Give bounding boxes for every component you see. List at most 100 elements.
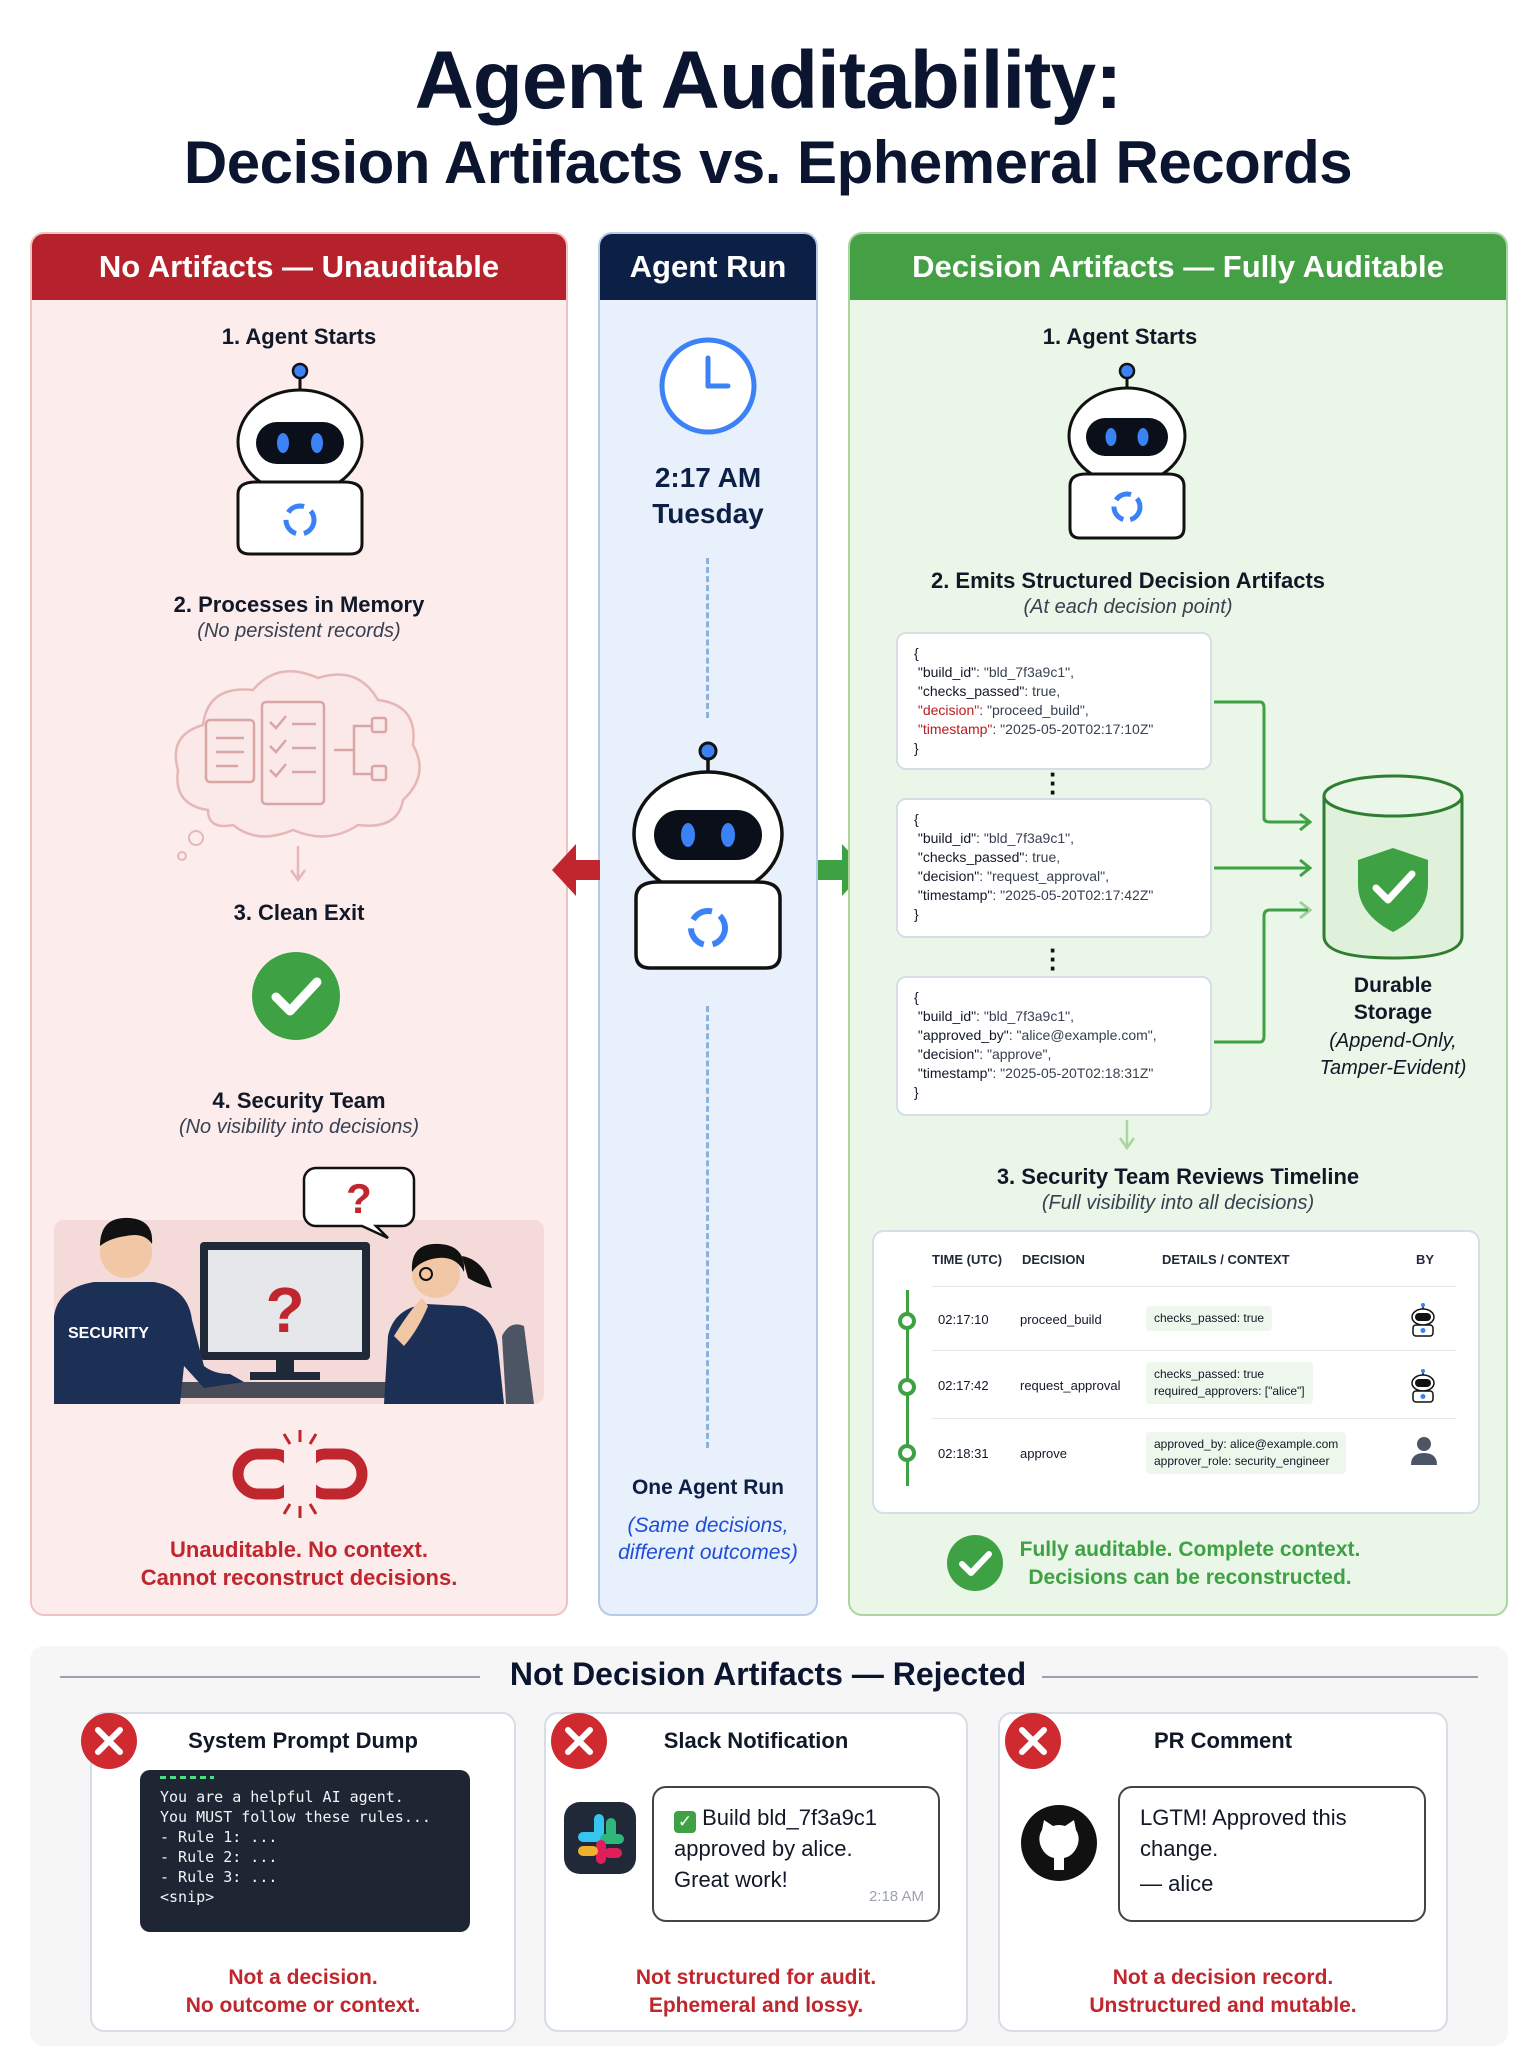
run-footer-sub: (Same decisions, different outcomes) — [598, 1512, 818, 1566]
person-icon — [1411, 1437, 1437, 1465]
timeline-header-by: BY — [1416, 1252, 1435, 1267]
storage-label-line-1: Durable — [1353, 974, 1433, 997]
json-key: "build_id" — [917, 830, 977, 846]
agent-run-header: Agent Run — [600, 234, 816, 300]
json-close: } — [914, 740, 919, 756]
timeline-header-decision: DECISION — [1022, 1252, 1085, 1267]
row-divider — [932, 1418, 1456, 1419]
json-value: : true, — [1024, 683, 1061, 699]
json-key: "build_id" — [917, 1008, 977, 1024]
broken-link-icon — [232, 1430, 368, 1518]
left-footer: Unauditable. No context. Cannot reconstr… — [30, 1536, 568, 1592]
pr-comment-bubble: LGTM! Approved this change. — alice — [1118, 1786, 1426, 1922]
json-value: : true, — [1024, 849, 1061, 865]
page-title: Agent Auditability: — [414, 35, 1123, 126]
slack-message-time: 2:18 AM — [868, 1888, 924, 1905]
json-key: "decision" — [917, 702, 980, 718]
timeline-dot — [898, 1444, 916, 1462]
row-2-decision: request_approval — [1020, 1378, 1121, 1393]
code-line: <snip> — [160, 1888, 215, 1906]
code-line: - Rule 3: ... — [160, 1868, 278, 1886]
robot-icon — [632, 741, 784, 970]
slack-message-line-3: Great work! — [674, 1867, 788, 1892]
prompt-code-block: You are a helpful AI agent. You MUST fol… — [140, 1770, 470, 1932]
artifact-connectors — [1214, 700, 1313, 1044]
decision-artifact-1: { "build_id": "bld_7f3a9c1", "checks_pas… — [896, 632, 1212, 770]
right-step-3-sub: (Full visibility into all decisions) — [1041, 1192, 1315, 1214]
pr-comment-line-2: change. — [1140, 1836, 1219, 1861]
timeline-dot — [898, 1312, 916, 1330]
json-key: "decision" — [917, 868, 980, 884]
robot-icon — [1067, 362, 1187, 540]
row-3-detail-2: approver_role: security_engineer — [1154, 1454, 1330, 1468]
decision-artifact-3: { "build_id": "bld_7f3a9c1", "approved_b… — [896, 976, 1212, 1116]
arrow-down-icon — [289, 846, 307, 883]
card-footer-line-1: Not structured for audit. — [635, 1966, 877, 1989]
card-footer-line-2: No outcome or context. — [185, 1994, 421, 2017]
left-footer-line-2: Cannot reconstruct decisions. — [140, 1565, 458, 1590]
row-2-detail-1: checks_passed: true — [1154, 1367, 1265, 1381]
json-open: { — [914, 645, 919, 661]
ellipsis-icon: ··· — [1049, 935, 1058, 983]
json-value: : "approve", — [979, 1046, 1052, 1062]
no-artifacts-header: No Artifacts — Unauditable — [32, 234, 566, 300]
right-step-2-sub: (At each decision point) — [1023, 596, 1233, 618]
left-step-4-sub: (No visibility into decisions) — [178, 1116, 420, 1138]
row-2-details: checks_passed: true required_approvers: … — [1146, 1362, 1313, 1404]
terminal-dots-icon — [160, 1776, 214, 1779]
storage-label: Durable Storage — [1300, 972, 1486, 1026]
card-footer-line-2: Unstructured and mutable. — [1089, 1994, 1357, 2017]
timeline-dot — [898, 1378, 916, 1396]
row-1-time: 02:17:10 — [938, 1312, 989, 1327]
run-footer-sub-line-2: different outcomes) — [618, 1541, 798, 1564]
json-close: } — [914, 906, 919, 922]
card-footer-line-2: Ephemeral and lossy. — [648, 1994, 864, 2017]
json-key: "decision" — [917, 1046, 980, 1062]
json-open: { — [914, 811, 919, 827]
timeline-dashed-line-bottom — [706, 1006, 709, 1448]
row-3-time: 02:18:31 — [938, 1446, 989, 1461]
run-footer-sub-line-1: (Same decisions, — [627, 1514, 789, 1537]
json-open: { — [914, 989, 919, 1005]
json-value: : "2025-05-20T02:17:10Z" — [992, 721, 1154, 737]
card-footer: Not a decision record. Unstructured and … — [1000, 1964, 1446, 2020]
row-3-decision: approve — [1020, 1446, 1067, 1461]
checkbox-icon: ✓ — [674, 1811, 696, 1833]
slack-message-line-2: approved by alice. — [674, 1836, 853, 1861]
row-1-details: checks_passed: true — [1146, 1306, 1273, 1331]
timeline-dashed-line-top — [706, 558, 709, 718]
run-time: 2:17 AM — [654, 462, 762, 493]
close-circle-icon — [1005, 1713, 1061, 1769]
decision-artifacts-header: Decision Artifacts — Fully Auditable — [850, 234, 1506, 300]
robot-icon — [1411, 1369, 1435, 1403]
left-step-2-sub: (No persistent records) — [197, 620, 401, 642]
clock-icon — [659, 337, 757, 435]
right-step-3: 3. Security Team Reviews Timeline — [996, 1164, 1360, 1189]
ellipsis-icon: ··· — [1049, 759, 1058, 807]
code-line: - Rule 1: ... — [160, 1828, 278, 1846]
right-footer-line-2: Decisions can be reconstructed. — [1028, 1566, 1352, 1589]
check-circle-icon — [252, 952, 340, 1040]
arrow-left-icon — [552, 844, 600, 896]
left-step-1: 1. Agent Starts — [221, 324, 377, 349]
right-step-2: 2. Emits Structured Decision Artifacts — [930, 568, 1326, 593]
row-3-detail-1: approved_by: alice@example.com — [1154, 1437, 1339, 1451]
row-divider — [932, 1350, 1456, 1351]
database-shield-icon — [1322, 774, 1464, 960]
card-footer: Not a decision. No outcome or context. — [92, 1964, 514, 2020]
pr-comment-card: PR Comment LGTM! Approved this change. —… — [998, 1712, 1448, 2032]
row-2-detail-2: required_approvers: ["alice"] — [1154, 1384, 1305, 1398]
robot-icon — [236, 362, 364, 556]
memory-cloud-icon — [174, 670, 421, 861]
right-footer: Fully auditable. Complete context. Decis… — [1010, 1536, 1370, 1592]
left-footer-line-1: Unauditable. No context. — [170, 1537, 428, 1562]
code-line: - Rule 2: ... — [160, 1848, 278, 1866]
storage-label-line-2: Storage — [1353, 1001, 1433, 1024]
json-key: "timestamp" — [917, 1065, 993, 1081]
json-value: : "request_approval", — [979, 868, 1109, 884]
json-value: : "2025-05-20T02:18:31Z" — [992, 1065, 1154, 1081]
svg-text:?: ? — [265, 1274, 304, 1346]
json-key: "build_id" — [917, 664, 977, 680]
json-key: "approved_by" — [917, 1027, 1009, 1043]
page-subtitle: Decision Artifacts vs. Ephemeral Records — [183, 129, 1353, 196]
